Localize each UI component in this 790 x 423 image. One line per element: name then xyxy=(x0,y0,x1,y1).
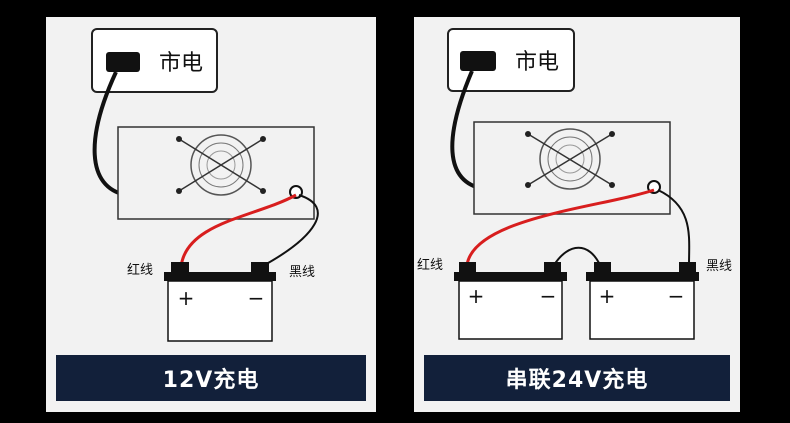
positive-terminal xyxy=(171,262,189,274)
caption-12v: 12V充电 xyxy=(56,355,366,401)
battery-plus: + xyxy=(178,286,195,310)
mains-label: 市电 xyxy=(159,51,203,76)
battery2-positive-terminal xyxy=(594,262,611,274)
battery2-plus: + xyxy=(599,284,616,308)
battery1-plus: + xyxy=(468,284,485,308)
power-cord xyxy=(92,71,127,197)
series-link-wire xyxy=(553,246,601,266)
battery1-body xyxy=(458,280,563,340)
fan-icon xyxy=(176,134,266,196)
battery-body xyxy=(167,280,273,342)
mains-socket-box xyxy=(447,28,575,92)
charger-box xyxy=(117,126,315,220)
battery-minus: − xyxy=(248,286,265,310)
diagram-24v: 市电 + xyxy=(417,28,732,340)
red-wire-label: 红线 xyxy=(127,262,153,278)
battery1-minus: − xyxy=(540,284,557,308)
battery2-minus: − xyxy=(668,284,685,308)
socket-icon xyxy=(460,51,496,71)
battery1-top xyxy=(454,272,567,281)
caption-24v: 串联24V充电 xyxy=(424,355,730,401)
battery2-body xyxy=(589,280,695,340)
battery-top xyxy=(164,272,276,281)
power-cord xyxy=(450,70,485,191)
red-wire xyxy=(179,193,297,268)
battery1-negative-terminal xyxy=(544,262,561,274)
red-wire-label: 红线 xyxy=(417,257,443,273)
black-wire xyxy=(260,194,319,268)
battery2-negative-terminal xyxy=(679,262,696,274)
black-wire-label: 黑线 xyxy=(289,265,315,280)
battery1-positive-terminal xyxy=(459,262,476,274)
mains-socket-box xyxy=(91,28,218,93)
fan-icon xyxy=(525,128,615,190)
red-wire xyxy=(465,188,655,266)
charger-box xyxy=(473,121,671,215)
black-wire-label: 黑线 xyxy=(706,259,732,274)
diagram-12v: 市电 xyxy=(91,28,319,342)
negative-terminal xyxy=(251,262,269,274)
panel-12v: 市电 xyxy=(46,17,376,412)
socket-icon xyxy=(106,52,140,72)
panel-24v: 市电 + xyxy=(414,17,740,412)
black-wire xyxy=(657,189,691,266)
mains-label: 市电 xyxy=(515,50,559,75)
battery2-top xyxy=(586,272,699,281)
